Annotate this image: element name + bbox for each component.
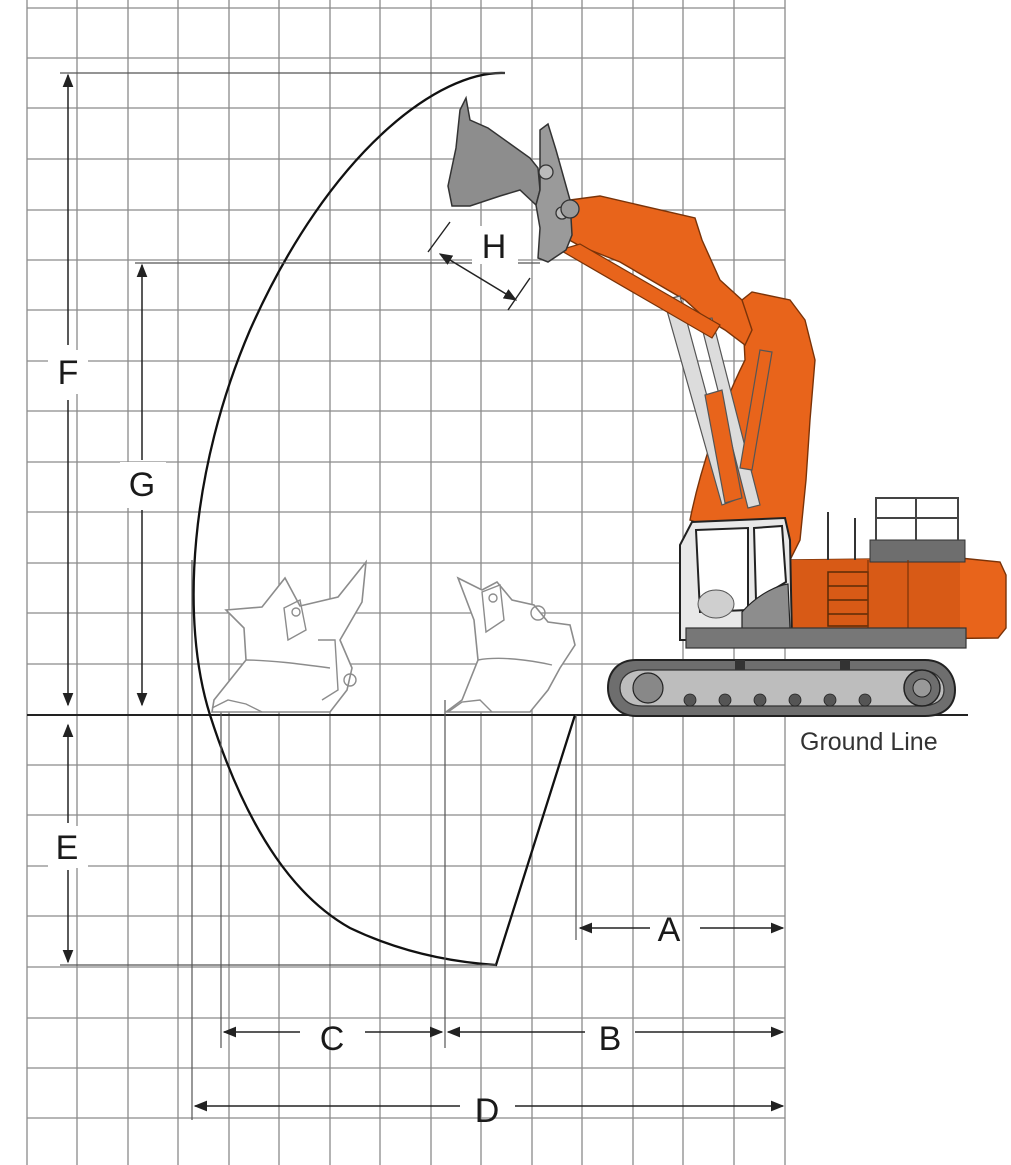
- label-b: B: [599, 1020, 622, 1058]
- dimension-d: D: [193, 1092, 785, 1130]
- excavator-arm: [561, 195, 753, 347]
- hydraulic-cylinders: [663, 295, 773, 509]
- dimension-f: F: [48, 73, 88, 707]
- label-a: A: [658, 911, 681, 949]
- dimension-g: G: [120, 263, 166, 707]
- dimension-a: A: [578, 911, 785, 949]
- raised-bucket: [447, 95, 580, 263]
- working-envelope: [192, 71, 577, 967]
- handrail: [875, 497, 959, 540]
- ground-line-label: Ground Line: [800, 728, 938, 756]
- label-e: E: [56, 829, 79, 867]
- label-h: H: [482, 228, 507, 266]
- dimension-b: B: [446, 1020, 785, 1058]
- grid: [26, 0, 786, 1165]
- dimension-c: C: [222, 1020, 444, 1058]
- dimension-e: E: [48, 723, 88, 964]
- label-f: F: [58, 354, 79, 392]
- bucket-ghost-left: [211, 559, 368, 713]
- label-g: G: [129, 466, 155, 504]
- bucket-ghost-right: [443, 576, 576, 713]
- dimension-h: H: [427, 221, 531, 311]
- excavator: H: [427, 95, 1007, 717]
- label-c: C: [320, 1020, 345, 1058]
- label-d: D: [475, 1092, 500, 1130]
